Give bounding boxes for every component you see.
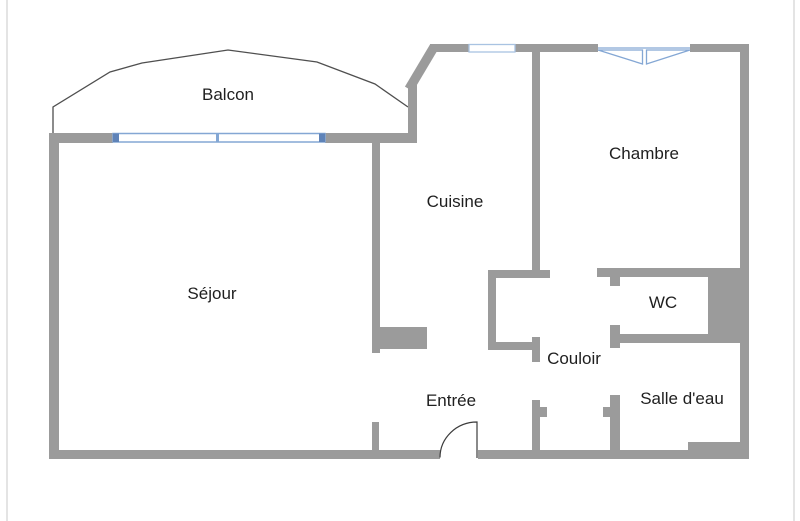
page-edge-left [6, 0, 8, 521]
cuisine-window-frame [468, 43, 516, 53]
label-cuisine: Cuisine [427, 192, 484, 211]
sejour-window-cap-right [319, 133, 325, 142]
wall-cuisine-chambre-divider [532, 50, 540, 277]
chambre-casement-left [597, 49, 644, 65]
wc-duct-block [708, 277, 742, 337]
wall-couloir-bottom-arm [488, 342, 532, 350]
wall-sejour-top-left [49, 133, 113, 143]
wall-divider-foot [378, 327, 427, 349]
wall-salledeau-west-nub [603, 407, 610, 417]
wall-top-seg1 [430, 44, 470, 52]
wall-right [740, 44, 749, 459]
wall-couloir-west [488, 270, 496, 350]
wall-top-seg2 [515, 44, 598, 52]
wall-chambre-foot [528, 270, 550, 278]
label-wc: WC [649, 293, 677, 312]
wall-wc-top-stub [610, 277, 620, 286]
page-edge-right [793, 0, 795, 521]
entry-door-arc [439, 421, 478, 458]
wall-entree-east [532, 400, 540, 459]
wall-sejour-top-right [325, 133, 417, 143]
wall-entree-east-nub [540, 407, 547, 417]
wall-entree-left-stub [372, 422, 379, 459]
room-labels: Balcon Séjour Cuisine Chambre WC Couloir… [187, 85, 723, 410]
wall-top-seg3 [690, 44, 748, 52]
wall-kitchen-west [408, 85, 417, 143]
wall-sejour-cuisine-divider [372, 140, 380, 353]
wall-wc-bottom [613, 334, 742, 343]
interior-walls [372, 50, 742, 459]
chambre-casement-right [645, 49, 691, 65]
label-couloir: Couloir [547, 349, 601, 368]
cuisine-window [468, 43, 516, 53]
wall-salledeau-west [610, 395, 620, 459]
wall-couloir-cap [532, 337, 540, 362]
sejour-window-divider [216, 134, 219, 142]
wall-wc-bottom-stub [610, 325, 620, 348]
wall-bottom-thick [688, 442, 747, 459]
wall-left [49, 133, 59, 459]
label-balcon: Balcon [202, 85, 254, 104]
sejour-window [112, 132, 326, 143]
label-salledeau: Salle d'eau [640, 389, 724, 408]
sejour-window-cap-left [113, 133, 119, 142]
wall-wc-top [597, 268, 742, 277]
wall-bottom-left [49, 450, 440, 459]
label-sejour: Séjour [187, 284, 236, 303]
wall-couloir-top-arm [488, 270, 532, 278]
label-entree: Entrée [426, 391, 476, 410]
label-chambre: Chambre [609, 144, 679, 163]
wall-kitchen-diagonal [404, 44, 439, 92]
balcony-outline [52, 49, 409, 133]
chambre-window [597, 47, 691, 65]
